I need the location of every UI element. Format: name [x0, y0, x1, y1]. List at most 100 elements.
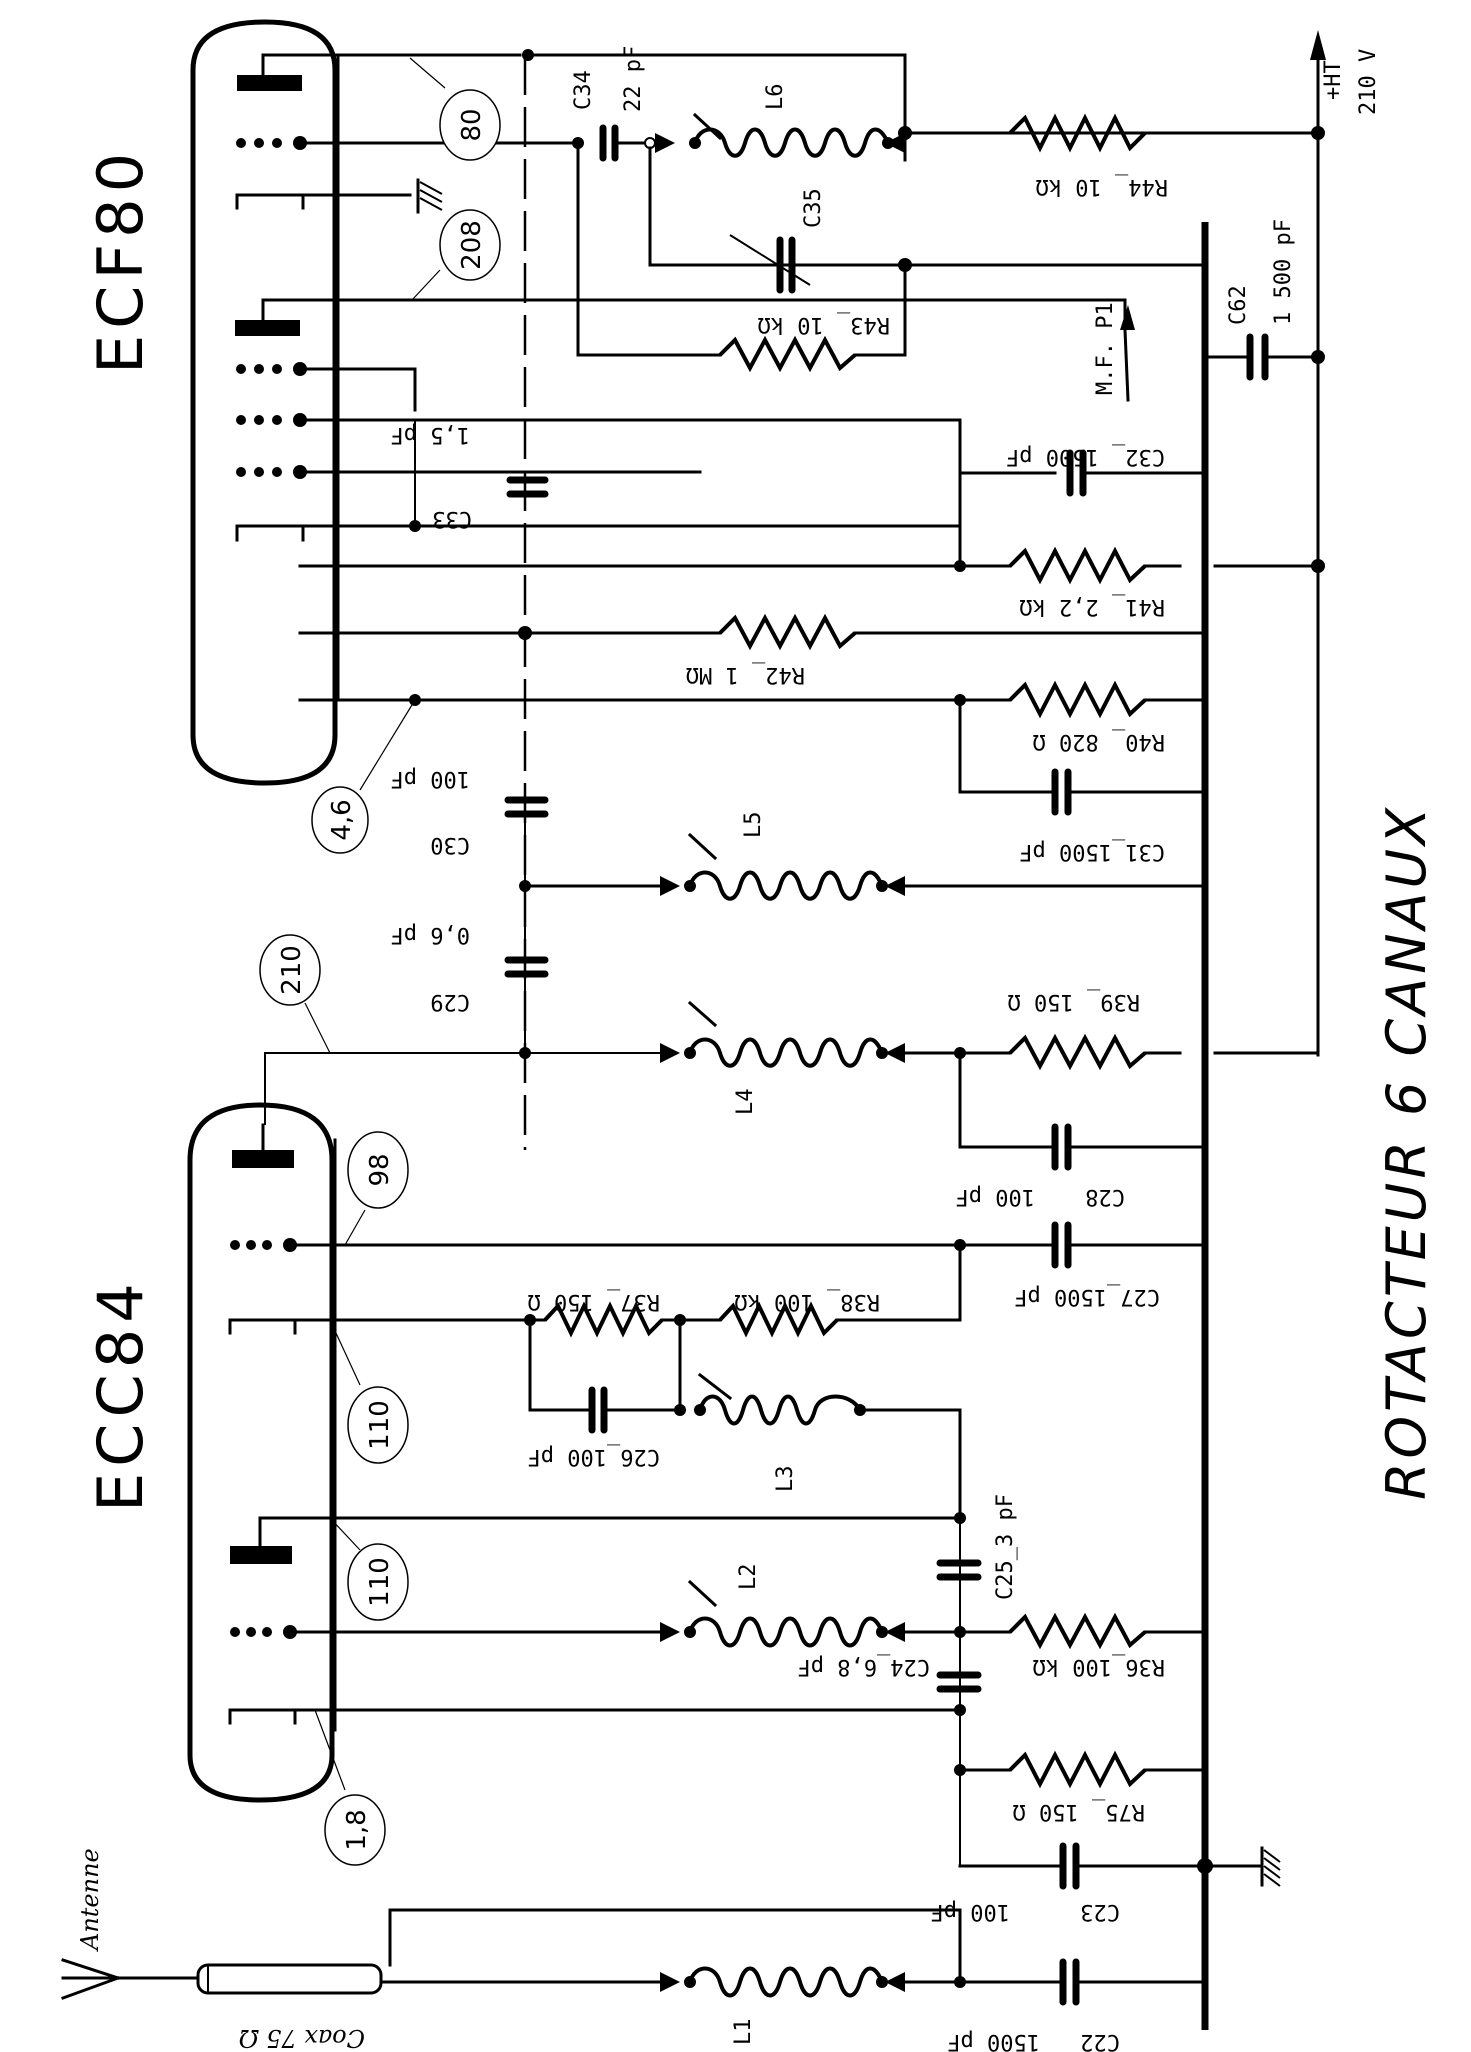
l3-ref: L3 [773, 1466, 798, 1493]
ecf80-tube [190, 19, 1127, 786]
voltage-tag-label: 98 [365, 1153, 395, 1186]
c26-label: C26_100 pF [528, 1444, 660, 1469]
r41-resistor [1008, 546, 1147, 585]
c33-value: 1,5 pF [391, 422, 470, 447]
r42-resistor [718, 613, 857, 651]
mf-output-label: M.F. P1 [1093, 302, 1118, 395]
ecf80-anode-1 [237, 75, 302, 91]
l5-inductor [688, 870, 884, 901]
voltage-tag [347, 1131, 409, 1209]
c34-value: 22 pF [621, 46, 646, 112]
r38-label: R38_ 100 kΩ [734, 1289, 880, 1314]
antenna-label: Antenne [76, 1848, 104, 1952]
ecf80-anode-2-lead [261, 298, 1127, 332]
c32-label: C32_ 1500 pF [1006, 444, 1165, 469]
voltage-tag [347, 1543, 409, 1621]
ecc84-anode-2 [230, 1546, 292, 1564]
l4-inductor [688, 1037, 884, 1068]
c30-value: 100 pF [391, 766, 470, 791]
schematic-title: ROTACTEUR 6 CANAUX [1375, 804, 1438, 1500]
voltage-tag-label: 4,6 [327, 799, 357, 840]
l4-ref: L4 [733, 1089, 758, 1116]
voltage-tag [259, 934, 321, 1006]
r43-resistor [718, 335, 857, 373]
ecc84-tube [187, 1102, 1207, 1803]
r40-resistor [1008, 680, 1147, 719]
l1-inductor [688, 1966, 884, 1998]
c30-ref: C30 [430, 832, 470, 857]
c29-value: 0,6 pF [391, 922, 470, 947]
voltage-tag-label: 110 [365, 1557, 395, 1607]
ecf80-grid-2-wire [298, 367, 417, 412]
r40-c31-network [298, 680, 1207, 816]
ecf80-cathode-1 [235, 193, 412, 210]
c34-ref: C34 [571, 70, 596, 110]
c24-label: C24_6,8 pF [798, 1654, 930, 1679]
voltage-tag [347, 1386, 409, 1464]
ecf80-label: ECF80 [84, 147, 157, 374]
r36-resistor [1008, 1612, 1147, 1650]
r37-label: R37_ 150 Ω [528, 1289, 660, 1314]
voltage-tag-label: 110 [365, 1400, 395, 1450]
c62-ref: C62 [1226, 285, 1251, 325]
ht-voltage: 210 V [1356, 49, 1381, 115]
c23-value: 100 pF [931, 1899, 1010, 1924]
antenna-icon [61, 1958, 120, 1980]
ecf80-grid-2 [236, 362, 307, 376]
r36-label: R36_100 kΩ [1033, 1654, 1165, 1679]
ecf80-grid-1 [236, 136, 307, 150]
ecf80-plate-circuit [522, 30, 1326, 1057]
ecf80-grid-4 [236, 465, 307, 479]
ecc84-anode-1 [232, 1150, 294, 1168]
ecc84-grid-2 [230, 1625, 297, 1639]
l2-ref: L2 [736, 1564, 761, 1591]
r37-resistor [543, 1301, 664, 1338]
r39-label: R39_ 150 Ω [1008, 989, 1140, 1014]
r75-resistor [1008, 1750, 1147, 1789]
r42-label: R42_ 1 MΩ [686, 662, 805, 687]
r41-label: R41_ 2,2 kΩ [1019, 594, 1165, 619]
r43-label: R43_ 10 kΩ [758, 312, 890, 337]
r38-resistor [718, 1301, 839, 1338]
coax-label: Coax 75 Ω [239, 2024, 365, 2052]
l1-ref: L1 [731, 2019, 756, 2046]
c22-ref: C22 [1080, 2029, 1120, 2052]
r44-label: R44_ 10 kΩ [1036, 174, 1168, 199]
r44-resistor [1008, 113, 1147, 153]
voltage-tag [324, 1794, 386, 1866]
coax-cable [196, 1963, 383, 1995]
voltage-tag [439, 209, 501, 281]
c25-label: C25_3 pF [993, 1494, 1018, 1600]
c62-value: 1 500 pF [1271, 219, 1296, 325]
ht-arrow-icon [1310, 30, 1326, 60]
voltage-tag [439, 89, 501, 161]
r42-group [298, 613, 1207, 651]
r37-r38-l3-network [524, 1243, 966, 1524]
c33-ref: C33 [432, 506, 472, 531]
c22-value: 1500 pF [947, 2029, 1040, 2052]
c29-ref: C29 [430, 989, 470, 1014]
ecf80-anode-1-lead [261, 53, 522, 77]
r75-c23-network [954, 1710, 1281, 1890]
r39-resistor [1008, 1033, 1147, 1071]
ecf80-anode-2 [235, 320, 300, 336]
c28-ref: C28 [1085, 1184, 1125, 1209]
c32-r41-network [298, 418, 1325, 585]
c27-label: C27_1500 pF [1014, 1284, 1160, 1309]
ecc84-cathode-2 [228, 1708, 962, 1725]
voltage-tag-label: 210 [277, 945, 307, 995]
ecf80-cathode-2 [235, 524, 962, 542]
voltage-tags: 80 208 4,6 210 98 110 110 1,8 [259, 57, 501, 1866]
ecc84-envelope [187, 1102, 335, 1803]
l6-inductor [689, 112, 894, 158]
l3-inductor [698, 1394, 862, 1426]
ecc84-cathode-1 [228, 1318, 532, 1335]
c28-value: 100 pF [956, 1184, 1035, 1209]
voltage-tag-label: 80 [457, 108, 487, 141]
voltage-tag-label: 208 [457, 220, 487, 270]
c35-ref: C35 [801, 188, 826, 228]
voltage-tag [311, 786, 369, 854]
ecf80-grid-3 [236, 413, 307, 427]
mf-output-arrow-icon [1120, 305, 1135, 330]
